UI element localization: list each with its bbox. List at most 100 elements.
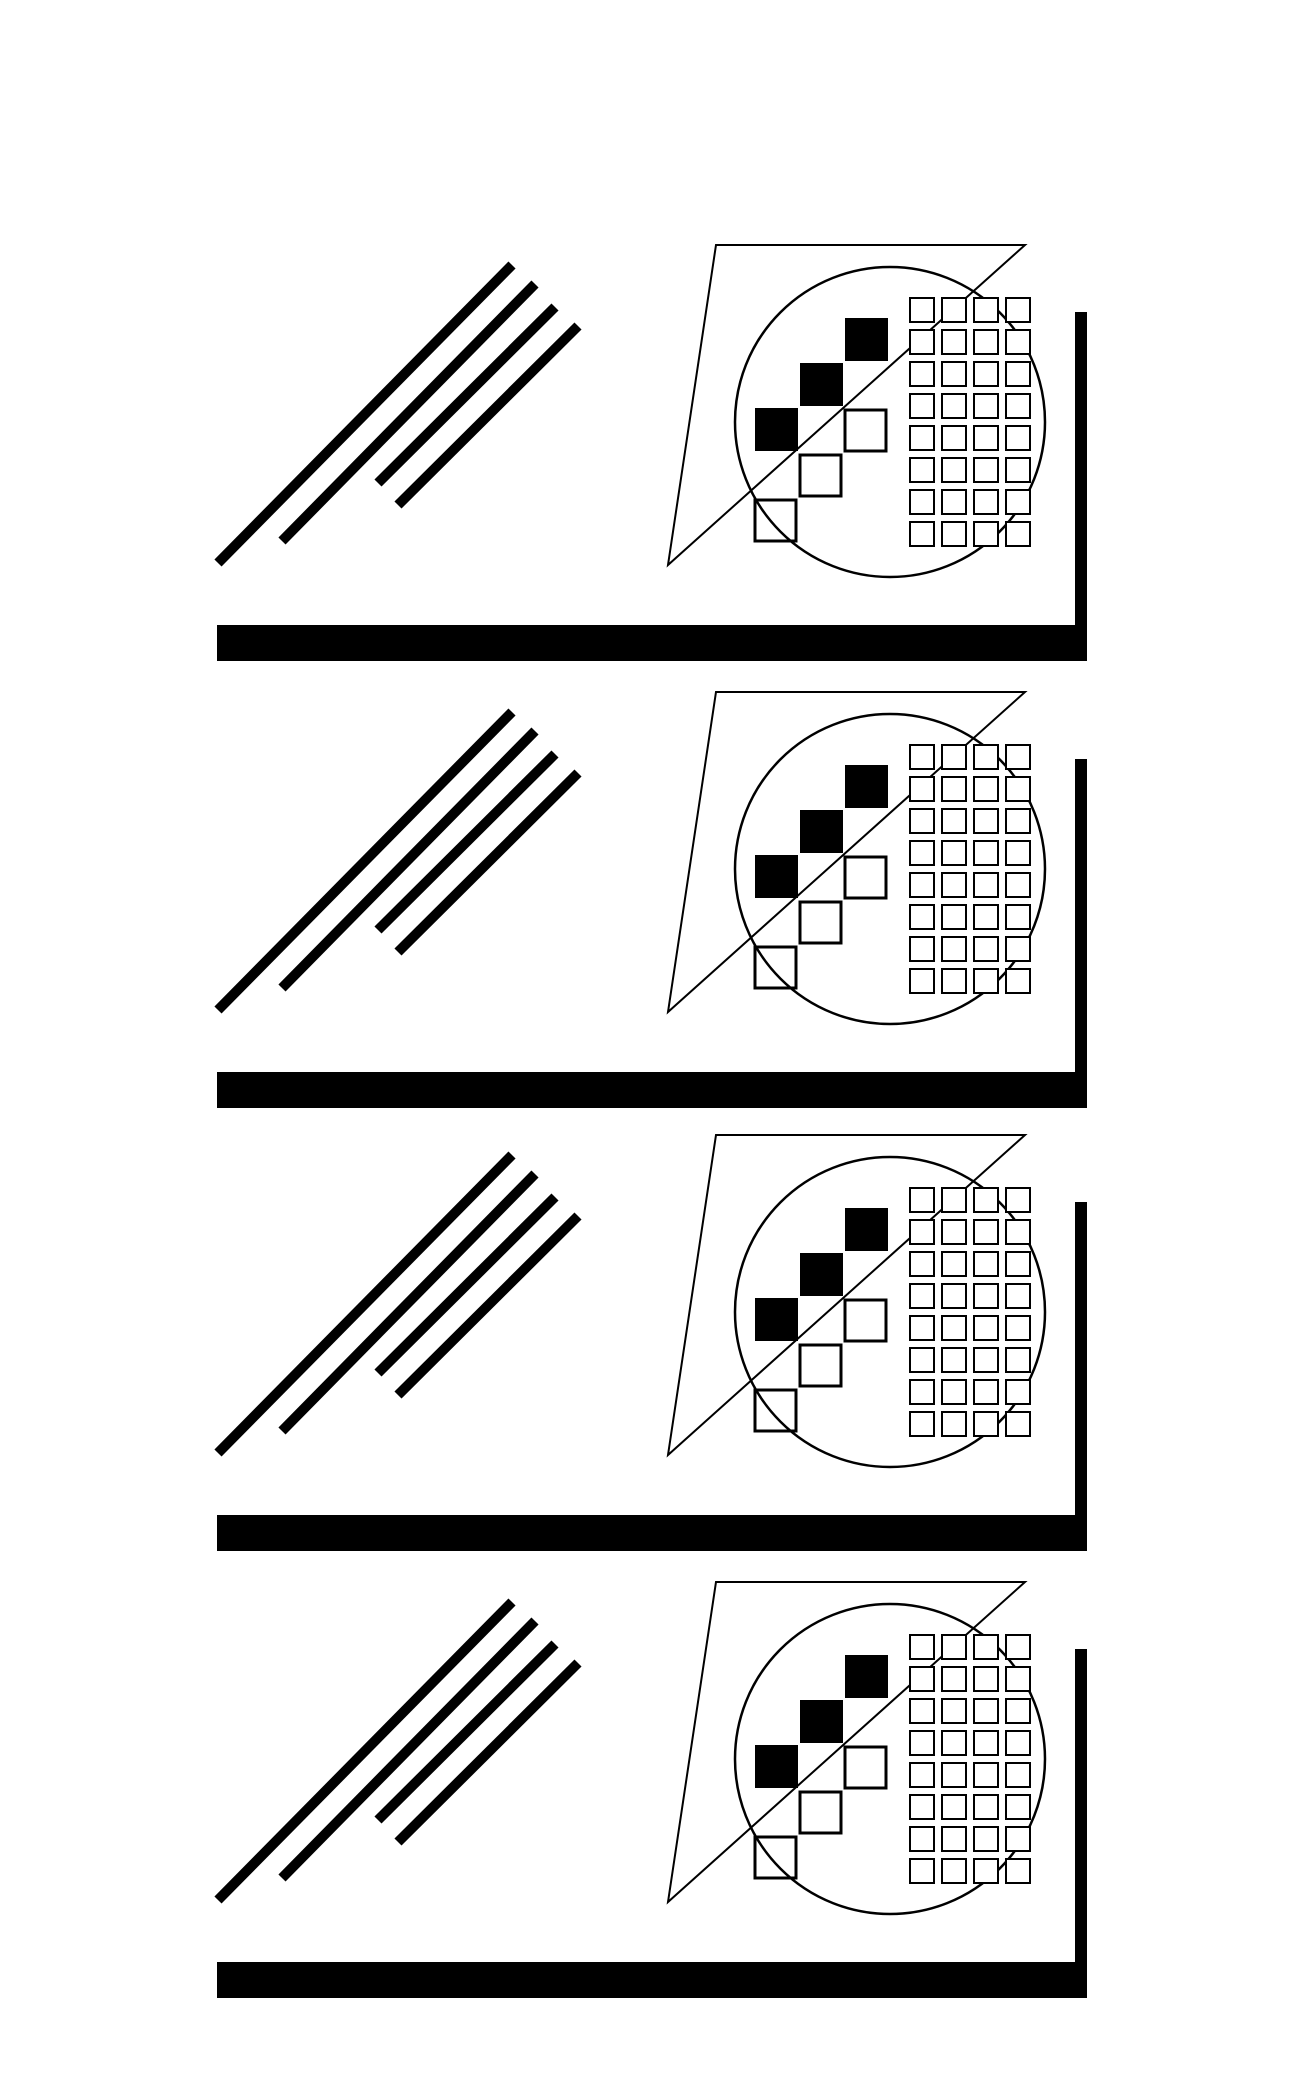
diagonal-stripes-icon [214,1151,582,1457]
grid-cell [909,329,935,355]
grid-cell [1005,936,1031,962]
grid-cell [973,808,999,834]
grid-cell [941,776,967,802]
grid-cell [909,872,935,898]
grid-cell [941,1315,967,1341]
stripe-2 [278,280,539,545]
grid-cell [909,297,935,323]
stripe-1 [214,1598,516,1904]
stripe-4 [394,322,582,509]
stripe-4 [394,1212,582,1399]
grid-cell [973,776,999,802]
filled-square-2 [800,1700,843,1743]
filled-squares [755,318,888,451]
stripe-3 [374,1640,559,1824]
grid-cell [973,968,999,994]
circle-icon [733,1602,1047,1916]
right-bar [1075,1649,1087,1998]
stripe-4 [394,769,582,956]
grid-cell [1005,776,1031,802]
grid-cell [941,1379,967,1405]
grid-cell [1005,1698,1031,1724]
filled-square-1 [845,1655,888,1698]
grid-cell [1005,744,1031,770]
filled-squares [755,1655,888,1788]
grid-cell [941,457,967,483]
grid-cell [1005,393,1031,419]
filled-square-3 [755,408,798,451]
grid-cell [973,297,999,323]
outlined-square-3 [753,498,798,543]
grid-cell [909,521,935,547]
grid-cell [973,936,999,962]
grid-cell [1005,1762,1031,1788]
filled-square-3 [755,1745,798,1788]
grid-cell [909,1315,935,1341]
square-grid-icon [909,744,1031,994]
outlined-square-1 [843,408,888,453]
panel-4 [214,1581,1087,1998]
grid-cell [941,840,967,866]
right-bar [1075,312,1087,661]
grid-cell [973,1347,999,1373]
grid-cell [973,1315,999,1341]
grid-cell [909,425,935,451]
outlined-square-1 [843,1745,888,1790]
grid-cell [973,1251,999,1277]
square-grid-icon [909,297,1031,547]
diagonal-stripes-icon [214,261,582,567]
grid-cell [909,1698,935,1724]
grid-cell [973,1283,999,1309]
filled-square-3 [755,1298,798,1341]
grid-cell [973,904,999,930]
grid-cell [1005,1379,1031,1405]
outlined-square-1 [843,855,888,900]
grid-cell [973,1858,999,1884]
grid-cell [1005,968,1031,994]
grid-cell [909,1379,935,1405]
grid-cell [941,1347,967,1373]
grid-cell [941,968,967,994]
grid-cell [1005,904,1031,930]
grid-cell [973,1379,999,1405]
grid-cell [941,1251,967,1277]
grid-cell [1005,808,1031,834]
grid-cell [941,297,967,323]
grid-cell [1005,361,1031,387]
grid-cell [973,1762,999,1788]
stripe-3 [374,1193,559,1377]
grid-cell [941,1219,967,1245]
l-bracket-icon [217,1202,1087,1551]
grid-cell [941,393,967,419]
grid-cell [973,1219,999,1245]
grid-cell [973,872,999,898]
grid-cell [941,1187,967,1213]
l-bracket-icon [217,312,1087,661]
grid-cell [941,329,967,355]
grid-cell [909,1666,935,1692]
grid-cell [941,361,967,387]
grid-cell [941,1730,967,1756]
grid-cell [909,1762,935,1788]
grid-cell [973,744,999,770]
grid-cell [1005,1411,1031,1437]
grid-cell [941,872,967,898]
grid-cell [1005,1666,1031,1692]
grid-cell [941,1698,967,1724]
grid-cell [973,1634,999,1660]
grid-cell [909,489,935,515]
outlined-squares [753,1298,888,1433]
stripe-3 [374,750,559,934]
stripe-2 [278,1170,539,1435]
grid-cell [1005,1794,1031,1820]
filled-squares [755,1208,888,1341]
grid-cell [909,840,935,866]
grid-cell [941,521,967,547]
grid-cell [909,808,935,834]
grid-cell [973,1730,999,1756]
outlined-square-2 [798,453,843,498]
stripe-1 [214,708,516,1014]
diagonal-stripes-icon [214,708,582,1014]
